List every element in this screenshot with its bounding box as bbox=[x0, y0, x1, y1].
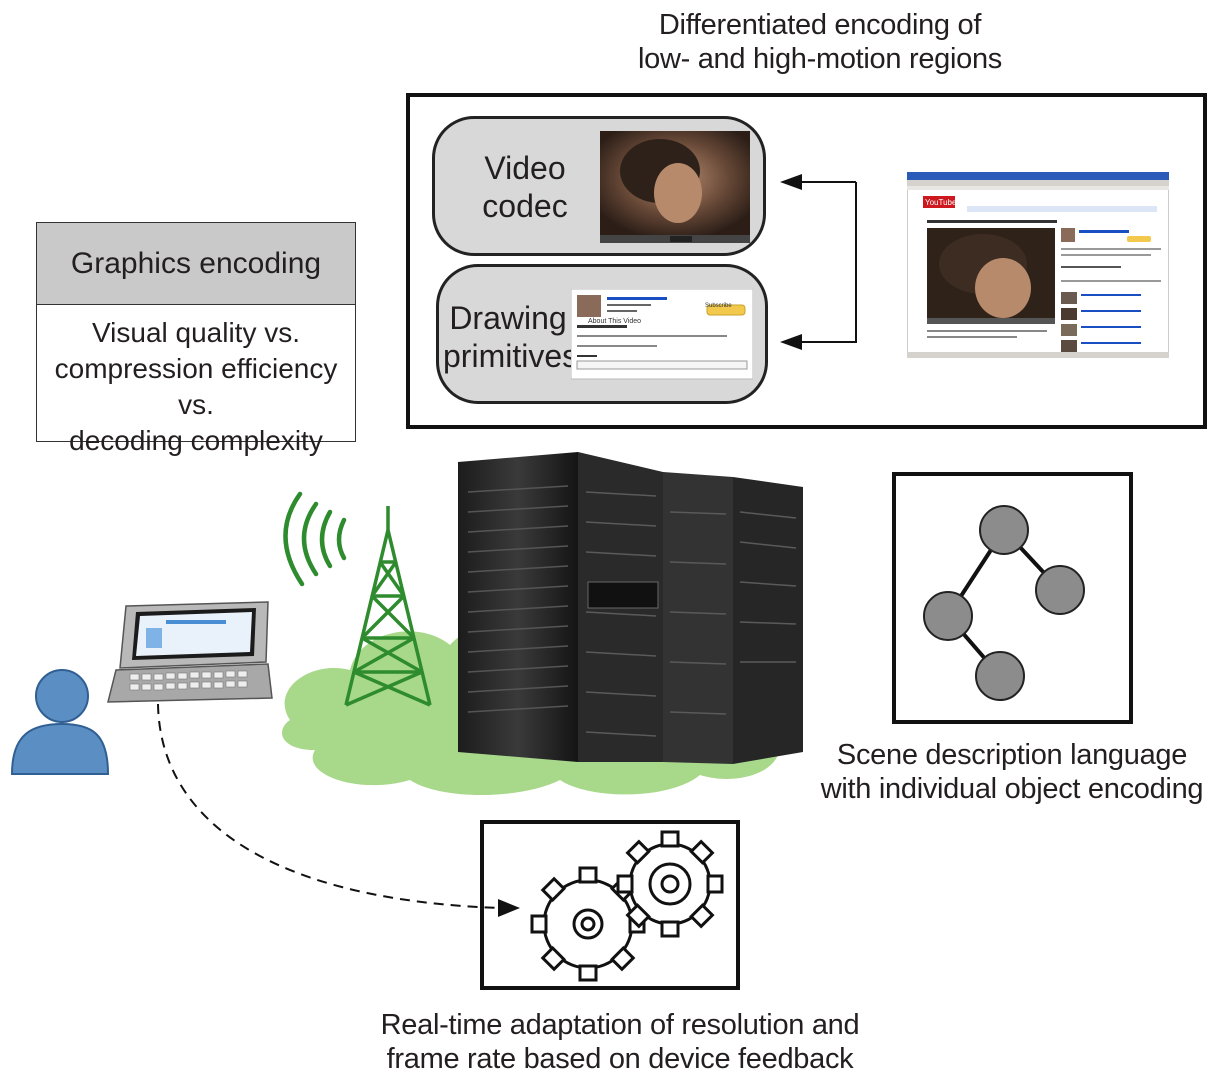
tradeoff-line3: decoding complexity bbox=[69, 425, 323, 456]
subscribe-label: Subscribe bbox=[705, 303, 732, 309]
drawing-primitives-label-line1: Drawing bbox=[449, 300, 567, 336]
radio-tower-icon bbox=[344, 506, 432, 707]
webpage-screenshot-thumbnail: YouTube bbox=[907, 172, 1169, 358]
differentiated-encoding-title: Differentiated encoding of low- and high… bbox=[560, 8, 1080, 76]
tradeoff-line1: Visual quality vs. bbox=[91, 317, 301, 348]
grandchild-node bbox=[975, 651, 1025, 701]
youtube-logo: YouTube bbox=[925, 198, 957, 207]
child-node-left bbox=[923, 591, 973, 641]
arrow-head-to-codec bbox=[780, 174, 802, 190]
video-codec-label: Video codec bbox=[455, 149, 595, 225]
tradeoff-line2: compression efficiency vs. bbox=[54, 353, 338, 420]
video-codec-box: Video codec bbox=[432, 116, 766, 256]
split-arrow bbox=[780, 174, 857, 350]
scene-description-caption: Scene description language with individu… bbox=[812, 738, 1210, 806]
video-codec-label-line1: Video bbox=[484, 150, 566, 186]
drawing-primitives-label: Drawing primitives bbox=[443, 299, 579, 375]
differentiated-title-line2: low- and high-motion regions bbox=[638, 43, 1002, 75]
drawing-primitives-label-line2: primitives bbox=[443, 338, 579, 374]
root-node bbox=[979, 505, 1029, 555]
signal-waves-icon bbox=[283, 491, 347, 587]
user-icon bbox=[10, 669, 110, 775]
graphics-encoding-tradeoffs: Visual quality vs. compression efficienc… bbox=[37, 315, 355, 459]
gear-icon bbox=[530, 830, 724, 982]
encoding-panel bbox=[406, 93, 1207, 429]
arrow-head-to-primitives bbox=[780, 334, 802, 350]
differentiated-title-line1: Differentiated encoding of bbox=[658, 9, 982, 41]
feedback-arrow-head bbox=[498, 899, 520, 917]
page-primitives-thumbnail bbox=[571, 289, 753, 380]
graphics-encoding-box: Graphics encoding Visual quality vs. com… bbox=[36, 222, 356, 456]
scene-caption-line2: with individual object encoding bbox=[820, 773, 1204, 805]
server-rack-icon bbox=[458, 452, 803, 764]
adaptation-caption-line2: frame rate based on device feedback bbox=[386, 1043, 854, 1075]
adaptation-caption: Real-time adaptation of resolution and f… bbox=[340, 1008, 900, 1076]
video-codec-label-line2: codec bbox=[482, 188, 568, 224]
about-video-label: About This Video bbox=[588, 318, 642, 325]
adaptation-gears-box bbox=[480, 820, 740, 990]
video-frame-thumbnail bbox=[600, 131, 750, 243]
drawing-primitives-box: Drawing primitives bbox=[436, 264, 768, 404]
scene-caption-line1: Scene description language bbox=[836, 739, 1188, 771]
scene-graph-box bbox=[892, 472, 1133, 724]
feedback-arrow bbox=[157, 703, 520, 917]
child-node-right bbox=[1035, 565, 1085, 615]
handheld-device-icon bbox=[107, 601, 273, 703]
adaptation-caption-line1: Real-time adaptation of resolution and bbox=[380, 1009, 860, 1041]
graphics-encoding-header: Graphics encoding bbox=[37, 223, 355, 305]
tree-graph-icon bbox=[923, 505, 1085, 701]
